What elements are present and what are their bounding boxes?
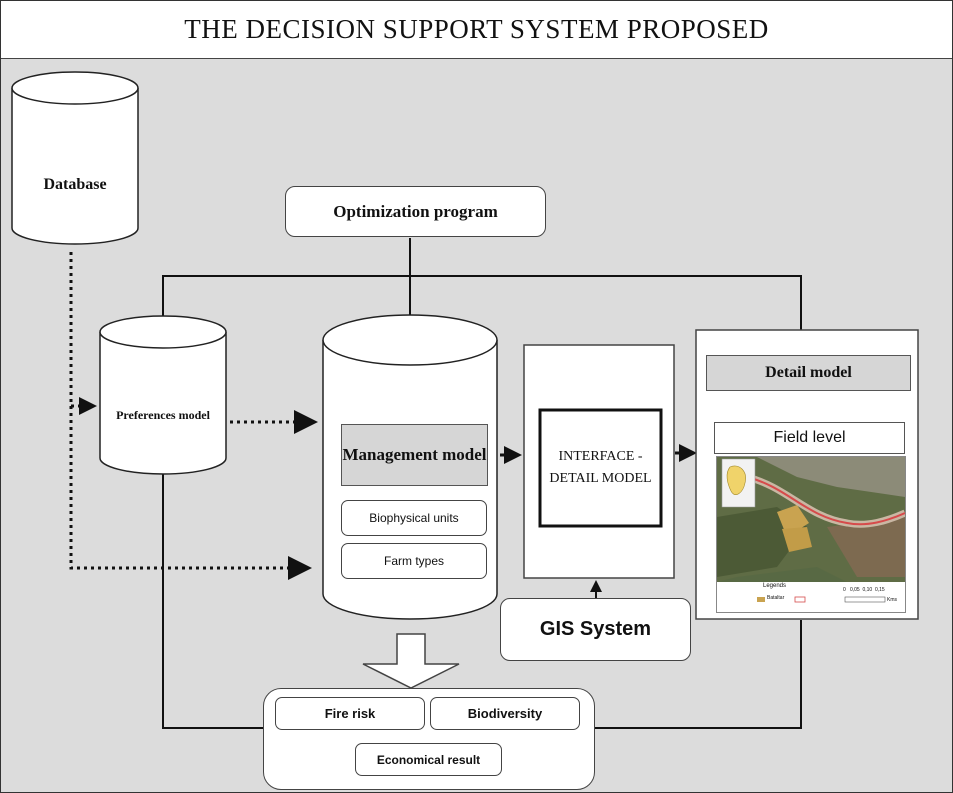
detail-model-label: Detail model — [706, 355, 911, 391]
map-legend-title: Legends — [763, 583, 787, 589]
preferences-model-label: Preferences model — [116, 408, 210, 422]
solid-arrows — [500, 444, 697, 598]
dotted-data-links — [69, 252, 318, 580]
optimization-program-box: Optimization program — [285, 186, 546, 237]
results-down-arrow — [362, 633, 460, 689]
farm-types-box: Farm types — [341, 543, 487, 579]
database-cylinder — [11, 71, 139, 245]
map-scale-label: 0 0,05 0,10 0,15 — [843, 587, 885, 593]
gis-system-box: GIS System — [500, 598, 691, 661]
biodiversity-box: Biodiversity — [430, 697, 580, 730]
biophysical-units-box: Biophysical units — [341, 500, 487, 536]
map-graphic — [717, 457, 905, 612]
field-map-image: Legends Bataltar 0 0,05 0,10 0,15 Kms — [716, 456, 906, 613]
map-legend-item: Bataltar — [767, 595, 785, 601]
interface-detail-label: INTERFACE -DETAIL MODEL — [549, 449, 652, 486]
map-scale-unit: Kms — [887, 597, 897, 603]
feedback-loop — [162, 238, 802, 729]
interface-box — [538, 408, 663, 528]
database-label: Database — [43, 176, 107, 193]
diagram-title: THE DECISION SUPPORT SYSTEM PROPOSED — [1, 1, 952, 59]
economical-result-box: Economical result — [355, 743, 502, 776]
fire-risk-box: Fire risk — [275, 697, 425, 730]
field-level-label: Field level — [714, 422, 905, 454]
preferences-cylinder — [99, 315, 227, 475]
management-model-label: Management model — [341, 424, 488, 486]
